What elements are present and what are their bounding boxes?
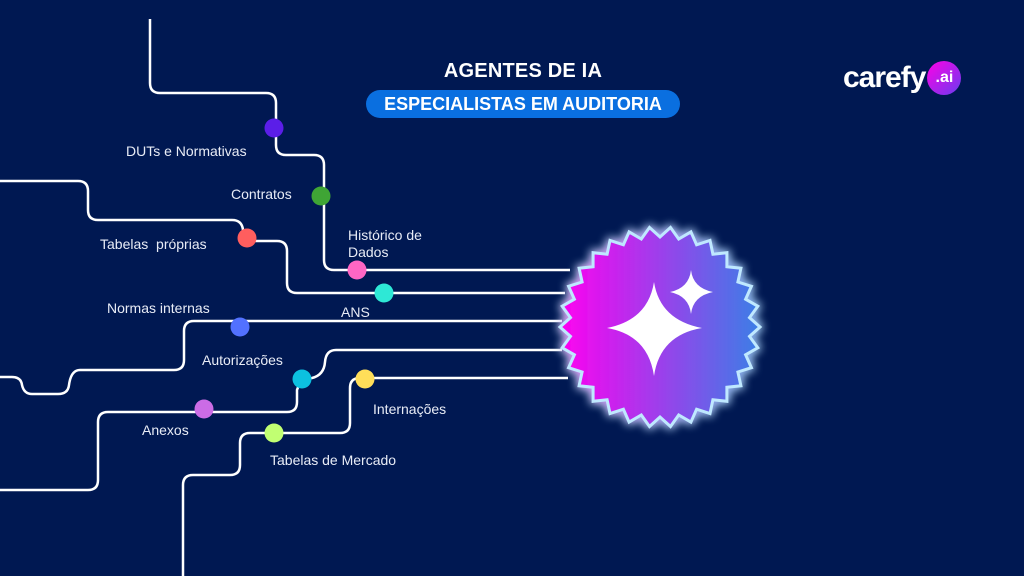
subtitle-pill: ESPECIALISTAS EM AUDITORIA [366,90,680,118]
source-label-tabelas-mercado: Tabelas de Mercado [270,452,397,468]
source-dot [264,423,284,443]
source-label-autorizacoes: Autorizações [202,352,283,368]
page-title: AGENTES DE IA [443,60,603,82]
source-dot [374,283,394,303]
source-dot [194,399,214,419]
source-dot [311,186,331,206]
logo-wordmark: carefy [843,61,926,94]
source-dot [347,260,367,280]
source-dot [230,317,250,337]
source-label-historico: Histórico de Dados [348,227,422,260]
source-label-tabelas-proprias: Tabelas próprias [100,236,207,252]
source-dot [237,228,257,248]
ai-hub-badge [557,225,763,429]
connector-line-4 [0,348,562,492]
source-label-duts: DUTs e Normativas [126,143,247,159]
source-dot [292,369,312,389]
sparkles-icon [607,270,713,376]
source-label-internacoes: Internações [373,401,447,417]
source-dot [264,118,284,138]
connector-line-5 [181,376,568,576]
logo-ai-badge: .ai [927,61,962,95]
connector-line-3 [0,319,562,396]
carefy-logo: carefy .ai [843,58,962,98]
source-dot [355,369,375,389]
connector-line-1 [148,19,570,272]
source-label-anexos: Anexos [142,422,189,438]
source-label-normas-internas: Normas internas [107,300,210,316]
source-label-ans: ANS [341,304,370,320]
source-label-contratos: Contratos [231,186,292,202]
